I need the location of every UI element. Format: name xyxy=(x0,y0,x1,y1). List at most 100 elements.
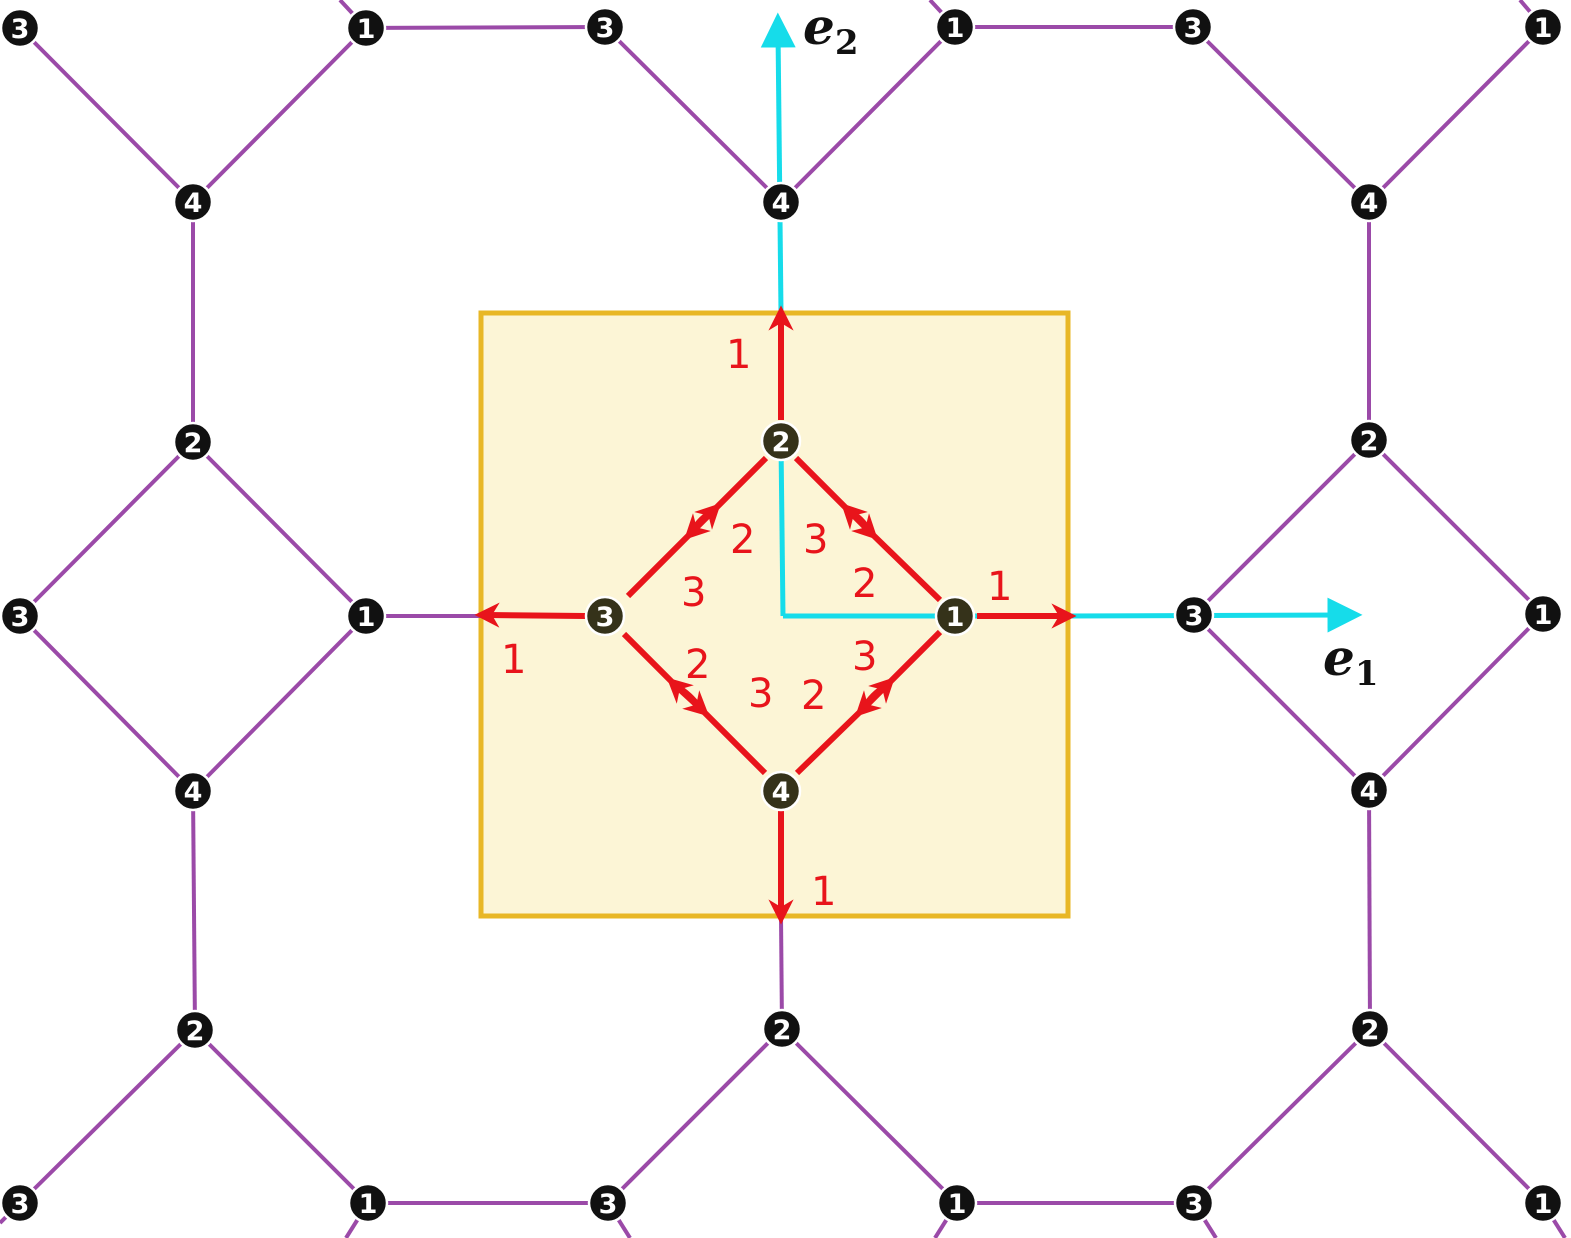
arrow-3-left xyxy=(474,602,586,628)
site-marker xyxy=(1522,6,1564,48)
site-4: 4 xyxy=(1348,181,1390,223)
site-label: 2 xyxy=(184,428,203,459)
site-marker xyxy=(172,770,214,812)
site-marker xyxy=(761,1008,803,1050)
edge-2-3-b xyxy=(625,528,696,599)
edge-3-4-a xyxy=(621,631,679,689)
edge-label-lower-right-a: 3 xyxy=(852,634,877,680)
site-marker xyxy=(172,181,214,223)
edge-label-upper-left-b: 3 xyxy=(681,570,706,616)
site-marker xyxy=(1173,594,1215,636)
e2-label: e2 xyxy=(803,0,858,63)
site-label: 4 xyxy=(184,188,203,219)
site-3: 3 xyxy=(1173,1182,1215,1224)
arc-upper-left xyxy=(690,509,714,533)
edge-labels: 1 1 1 1 2 3 3 2 2 3 3 2 xyxy=(501,332,1012,915)
site-label: 3 xyxy=(1185,1189,1204,1220)
site-label: 2 xyxy=(772,427,791,458)
site-marker xyxy=(1522,1182,1564,1224)
site-marker xyxy=(760,420,802,462)
site-marker xyxy=(1172,6,1214,48)
edge-label-top: 1 xyxy=(726,332,751,378)
site-3: 3 xyxy=(1173,594,1215,636)
site-label: 2 xyxy=(186,1016,205,1047)
site-1: 1 xyxy=(1522,593,1564,635)
site-label: 3 xyxy=(1184,13,1203,44)
site-marker xyxy=(0,7,41,49)
arc-lower-right xyxy=(861,683,888,710)
site-label: 3 xyxy=(11,1189,30,1220)
site-label: 4 xyxy=(772,777,791,808)
site-label: 3 xyxy=(1185,601,1204,632)
edge-label-bottom: 1 xyxy=(811,869,836,915)
site-marker xyxy=(345,595,387,637)
site-2: 2 xyxy=(1348,419,1390,461)
site-4: 4 xyxy=(760,181,802,223)
site-1: 1 xyxy=(1522,6,1564,48)
edge-label-lower-right-b: 2 xyxy=(801,673,826,719)
site-4: 4 xyxy=(172,181,214,223)
site-label: 4 xyxy=(1360,188,1379,219)
site-3: 3 xyxy=(584,6,626,48)
axis-labels: e2 e1 xyxy=(803,0,1378,694)
site-3: 3 xyxy=(584,595,626,637)
edge-label-lower-left-b: 3 xyxy=(748,671,773,717)
site-1: 1 xyxy=(934,595,976,637)
site-marker xyxy=(1348,769,1390,811)
site-label: 4 xyxy=(772,188,791,219)
site-label: 3 xyxy=(11,602,30,633)
site-label: 4 xyxy=(184,777,203,808)
e1-label: e1 xyxy=(1323,628,1378,694)
site-4: 4 xyxy=(172,770,214,812)
site-3: 3 xyxy=(0,7,41,49)
site-4: 4 xyxy=(760,770,802,812)
edge-label-upper-right-a: 3 xyxy=(803,517,828,563)
edge-label-right: 1 xyxy=(987,564,1012,610)
site-2: 2 xyxy=(174,1009,216,1051)
site-label: 1 xyxy=(359,1189,378,1220)
site-marker xyxy=(934,595,976,637)
site-label: 3 xyxy=(11,14,30,45)
site-marker xyxy=(1173,1182,1215,1224)
edge-2-1-b xyxy=(866,528,943,603)
e2-vector xyxy=(760,12,796,314)
edge-1-4-a xyxy=(883,629,943,689)
site-2: 2 xyxy=(760,420,802,462)
site-marker xyxy=(347,1182,389,1224)
site-label: 3 xyxy=(599,1189,618,1220)
site-label: 1 xyxy=(357,14,376,45)
site-3: 3 xyxy=(587,1182,629,1224)
site-label: 2 xyxy=(1360,426,1379,457)
site-1: 1 xyxy=(347,1182,389,1224)
edge-2-1-a xyxy=(793,455,853,515)
site-label: 3 xyxy=(596,13,615,44)
edge-label-upper-right-b: 2 xyxy=(852,561,877,607)
site-4: 4 xyxy=(1348,769,1390,811)
edge-1-4-b xyxy=(794,705,867,776)
site-1: 1 xyxy=(934,6,976,48)
site-label: 2 xyxy=(1361,1015,1380,1046)
site-marker xyxy=(587,1182,629,1224)
site-1: 1 xyxy=(345,595,387,637)
site-label: 1 xyxy=(946,602,965,633)
hopping-arrows xyxy=(474,305,1077,925)
e2-reference-line xyxy=(778,442,786,617)
site-1: 1 xyxy=(936,1182,978,1224)
site-label: 4 xyxy=(1360,776,1379,807)
site-label: 1 xyxy=(946,13,965,44)
site-marker xyxy=(345,7,387,49)
site-2: 2 xyxy=(1349,1008,1391,1050)
arc-lower-left xyxy=(674,683,703,710)
site-marker xyxy=(936,1182,978,1224)
site-marker xyxy=(0,595,41,637)
site-marker xyxy=(760,770,802,812)
site-label: 1 xyxy=(357,602,376,633)
site-2: 2 xyxy=(761,1008,803,1050)
edge-label-lower-left-a: 2 xyxy=(685,642,710,688)
site-2: 2 xyxy=(172,421,214,463)
site-marker xyxy=(1349,1008,1391,1050)
site-label: 1 xyxy=(1534,13,1553,44)
site-marker xyxy=(0,1182,41,1224)
site-3: 3 xyxy=(0,595,41,637)
